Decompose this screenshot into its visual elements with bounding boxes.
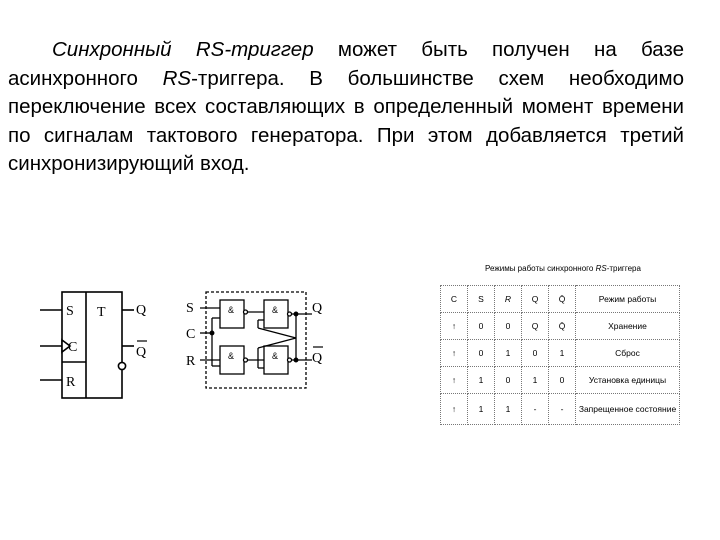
header-cell: Режим работы (575, 285, 680, 313)
symbol-input-r: R (66, 375, 76, 390)
table-cell: Хранение (575, 312, 680, 340)
table-cell: 1 (521, 366, 549, 394)
table-cell: ↑ (440, 339, 468, 367)
table-cell: 0 (521, 339, 549, 367)
table-cell: 0 (548, 366, 576, 394)
trigger-symbol (40, 291, 134, 399)
header-cell: Q̄ (548, 285, 576, 313)
table-cell: Q (521, 312, 549, 340)
circuit-output-qbar: Q (312, 351, 322, 366)
table-cell: 1 (494, 393, 522, 425)
gate-label-4: & (272, 351, 278, 361)
circuit-input-r: R (186, 354, 196, 369)
table-cell: 1 (467, 393, 495, 425)
table-cell: 0 (467, 339, 495, 367)
table-cell: Запрещенное состояние (575, 393, 680, 425)
table-title: Режимы работы синхронного RS-триггера (485, 264, 641, 273)
description-paragraph: Синхронный RS-триггер может быть получен… (8, 36, 684, 179)
modes-table: C S R Q Q̄ Режим работы ↑ 0 0 Q Q̄ Хране… (440, 285, 680, 425)
gate-label-3: & (272, 305, 278, 315)
table-cell: - (521, 393, 549, 425)
table-cell: 1 (548, 339, 576, 367)
table-row: ↑ 1 0 1 0 Установка единицы (440, 366, 680, 394)
term: Синхронный RS-триггер (52, 38, 314, 61)
table-cell: ↑ (440, 393, 468, 425)
table-cell: Установка единицы (575, 366, 680, 394)
gate-label-1: & (228, 305, 234, 315)
rs-term: RS (162, 66, 192, 90)
header-cell: S (467, 285, 495, 313)
circuit-output-q: Q (312, 301, 322, 316)
table-cell: Q̄ (548, 312, 576, 340)
text-part-1: может быть получен на базе асинхронного (8, 38, 684, 90)
table-cell: 0 (494, 312, 522, 340)
table-cell: 1 (494, 339, 522, 367)
table-row: ↑ 1 1 - - Запрещенное состояние (440, 393, 680, 425)
table-cell: Сброс (575, 339, 680, 367)
symbol-output-qbar: Q (136, 345, 146, 360)
table-cell: ↑ (440, 366, 468, 394)
symbol-input-c: C (68, 340, 77, 355)
table-header-row: C S R Q Q̄ Режим работы (440, 285, 680, 313)
symbol-input-s: S (66, 304, 74, 319)
header-cell: R (494, 285, 522, 313)
table-row: ↑ 0 0 Q Q̄ Хранение (440, 312, 680, 340)
text-part-2: -триггера. В большинстве схем необходимо… (8, 66, 684, 176)
table-cell: 1 (467, 366, 495, 394)
table-cell: - (548, 393, 576, 425)
table-cell: 0 (467, 312, 495, 340)
symbol-title: T (97, 305, 106, 320)
circuit-input-s: S (186, 301, 194, 316)
symbol-output-q: Q (136, 303, 146, 318)
table-cell: ↑ (440, 312, 468, 340)
header-cell: C (440, 285, 468, 313)
table-row: ↑ 0 1 0 1 Сброс (440, 339, 680, 367)
table-cell: 0 (494, 366, 522, 394)
circuit-input-c: C (186, 327, 195, 342)
header-cell: Q (521, 285, 549, 313)
gate-circuit (200, 291, 312, 389)
gate-label-2: & (228, 351, 234, 361)
